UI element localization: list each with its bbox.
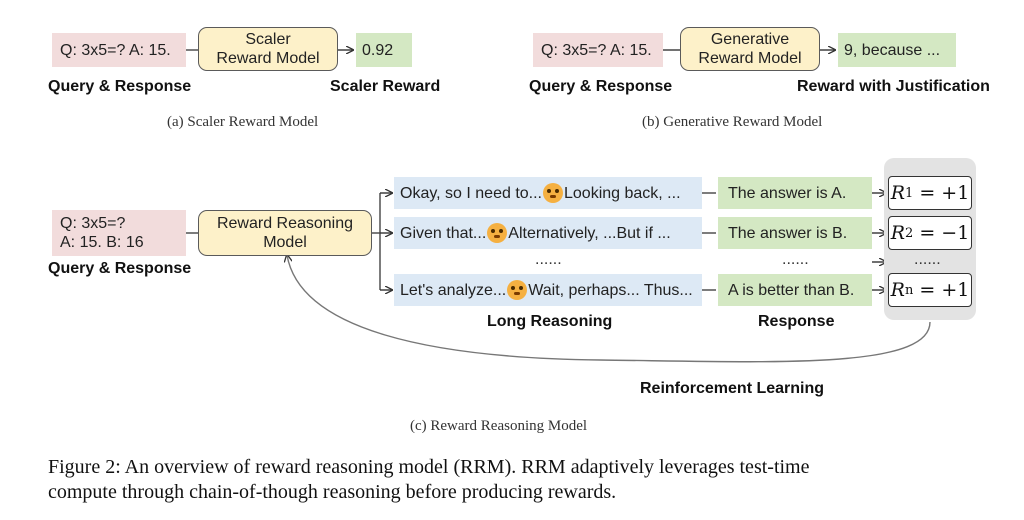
response-3-text: A is better than B.: [728, 281, 855, 299]
panel-b-output-text: 9, because ...: [844, 41, 941, 59]
panel-b-query-text: Q: 3x5=? A: 15.: [541, 41, 652, 59]
reward-1-value: = +1: [919, 182, 970, 204]
reasoning-3-pre: Let's analyze...: [400, 281, 507, 299]
reward-2-symbol: R: [890, 222, 905, 244]
panel-a-output-text: 0.92: [362, 41, 394, 59]
reasoning-2-pre: Given that...: [400, 224, 487, 242]
reward-ellipsis: ......: [914, 251, 941, 268]
reward-1-subscript: 1: [905, 185, 914, 201]
panel-c-query-label: Query & Response: [48, 260, 192, 277]
panel-b-model-line1: Generative: [710, 31, 790, 48]
panel-a-model-box: Scaler Reward Model: [198, 27, 338, 71]
panel-c-query-line1: Q: 3x5=?: [60, 215, 126, 232]
reward-3-subscript: n: [904, 282, 914, 298]
reward-3-symbol: R: [890, 279, 905, 301]
reward-2-subscript: 2: [905, 225, 914, 241]
panel-c-model-box: Reward Reasoning Model: [198, 210, 372, 256]
thinking-face-icon: [507, 280, 528, 300]
response-2-text: The answer is B.: [728, 224, 848, 242]
panel-a-model-line1: Scaler: [245, 31, 291, 48]
panel-b-query-label: Query & Response: [529, 78, 673, 95]
panel-b-output-box: 9, because ...: [838, 33, 956, 67]
panel-c-query-box: Q: 3x5=? A: 15. B: 16: [52, 210, 186, 256]
reward-2-value: = −1: [919, 222, 970, 244]
panel-c-model-line1: Reward Reasoning: [216, 215, 354, 232]
response-ellipsis: ......: [782, 251, 809, 268]
panel-c-query-line2: A: 15. B: 16: [60, 234, 144, 251]
reasoning-label: Long Reasoning: [487, 313, 613, 330]
thinking-face-icon: [543, 183, 563, 203]
rl-feedback-arrow: [287, 255, 931, 363]
panel-a-query-box: Q: 3x5=? A: 15.: [52, 33, 186, 67]
panel-b-model-line2: Reward Model: [698, 50, 802, 67]
panel-a-output-box: 0.92: [356, 33, 412, 67]
panel-b-query-box: Q: 3x5=? A: 15.: [533, 33, 663, 67]
figure-caption-line1: Figure 2: An overview of reward reasonin…: [48, 456, 810, 478]
response-label: Response: [758, 313, 835, 330]
figure-caption-line2: compute through chain-of-though reasonin…: [48, 481, 617, 503]
panel-b-model-box: Generative Reward Model: [680, 27, 820, 71]
reasoning-1-pre: Okay, so I need to...: [400, 184, 542, 202]
response-1-text: The answer is A.: [728, 184, 847, 202]
response-box-1: The answer is A.: [718, 177, 872, 209]
reasoning-1-post: Looking back, ...: [564, 184, 681, 202]
reward-1-symbol: R: [890, 182, 905, 204]
thinking-face-icon: [487, 223, 508, 243]
reward-3-value: = +1: [919, 279, 970, 301]
panel-a-query-label: Query & Response: [48, 78, 192, 95]
panel-c-model-line2: Model: [263, 234, 307, 251]
panel-b-caption: (b) Generative Reward Model: [642, 114, 823, 130]
reasoning-ellipsis: ......: [535, 251, 562, 268]
panel-b-output-label: Reward with Justification: [797, 78, 990, 95]
reasoning-3-post: Wait, perhaps... Thus...: [528, 281, 693, 299]
panel-c-caption: (c) Reward Reasoning Model: [410, 418, 588, 434]
panel-a-model-line2: Reward Model: [216, 50, 320, 67]
panel-a-query-text: Q: 3x5=? A: 15.: [60, 41, 171, 59]
reasoning-box-3: Let's analyze... Wait, perhaps... Thus..…: [394, 274, 702, 306]
response-box-3: A is better than B.: [718, 274, 872, 306]
response-box-2: The answer is B.: [718, 217, 872, 249]
rl-label: Reinforcement Learning: [640, 380, 825, 397]
reasoning-2-post: Alternatively, ...But if ...: [508, 224, 671, 242]
reasoning-box-2: Given that... Alternatively, ...But if .…: [394, 217, 702, 249]
panel-a-caption: (a) Scaler Reward Model: [167, 114, 319, 130]
reasoning-box-1: Okay, so I need to... Looking back, ...: [394, 177, 702, 209]
panel-a-output-label: Scaler Reward: [330, 78, 441, 95]
